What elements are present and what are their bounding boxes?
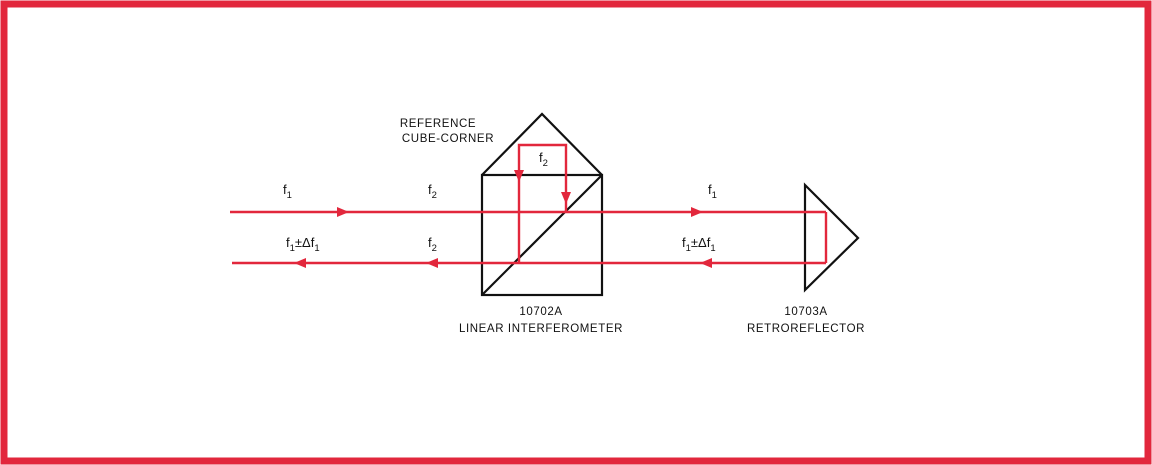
- beam-label-reference: f2: [539, 150, 548, 169]
- retroreflector-label: 10703A RETROREFLECTOR: [747, 306, 865, 335]
- retroreflector-name: RETROREFLECTOR: [747, 323, 865, 335]
- beam-splitter-cube: [480, 173, 604, 297]
- beam-label-return-left: f1±Δf1: [286, 235, 320, 254]
- interferometer-label: 10702A LINEAR INTERFEROMETER: [459, 306, 623, 335]
- laser-beams: [230, 143, 828, 265]
- arrow-right-2: [691, 207, 703, 217]
- arrow-left-1: [294, 258, 306, 268]
- interferometer-model: 10702A: [519, 306, 562, 318]
- beam-label-return-mid: f2: [428, 235, 437, 254]
- beam-label-input-right: f1: [708, 182, 717, 201]
- arrow-right-1: [337, 207, 349, 217]
- arrow-left-2: [426, 258, 438, 268]
- reference-label-line2: CUBE-CORNER: [402, 133, 494, 145]
- beam-splitter-diagonal: [481, 174, 603, 296]
- reference-cube-corner-label: REFERENCE CUBE-CORNER: [400, 118, 494, 145]
- reference-label-line1: REFERENCE: [400, 118, 476, 130]
- arrow-down-ref: [514, 170, 524, 182]
- beam-label-input-left: f1: [283, 182, 292, 201]
- interferometer-name: LINEAR INTERFEROMETER: [459, 323, 623, 335]
- retroreflector-model: 10703A: [784, 306, 827, 318]
- beam-arrows: [294, 170, 712, 268]
- arrow-left-3: [700, 258, 712, 268]
- beam-label-input-mid: f2: [428, 182, 437, 201]
- linear-interferometer: [480, 112, 604, 297]
- arrow-down-ref-2: [561, 192, 571, 204]
- retroreflector-prism: [803, 182, 860, 293]
- beam-label-return-right: f1±Δf1: [682, 235, 716, 254]
- beam-reference-path: [517, 143, 568, 263]
- reference-cube-corner-prism: [481, 112, 603, 176]
